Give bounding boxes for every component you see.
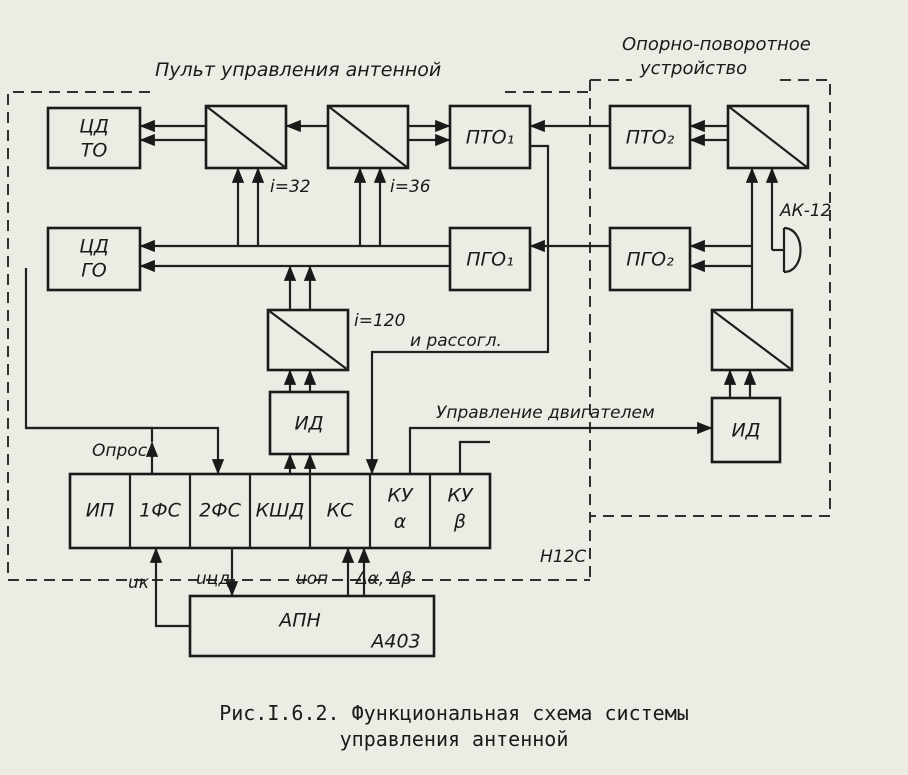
figure-caption: Рис.I.6.2. Функциональная схема системы …: [0, 700, 908, 752]
antenna-symbol: [782, 226, 802, 274]
uop-label: uоп: [296, 569, 328, 589]
control-panel-title: Пульт управления антенной: [155, 59, 441, 81]
id-left-label: ИД: [294, 413, 323, 435]
apn-label: АПН: [277, 610, 321, 632]
caption-line-1: Рис.I.6.2. Функциональная схема системы: [219, 701, 689, 725]
mismatch-label: и рассогл.: [410, 331, 502, 351]
cd-go-label-2: ГО: [81, 260, 107, 282]
cd-to-label-2: ТО: [81, 140, 108, 162]
ku-b-label-2: β: [453, 511, 466, 533]
cd-to-label-1: ЦД: [79, 116, 109, 138]
converter-to-block: [204, 104, 288, 170]
pto2-label: ПТО₂: [626, 127, 675, 149]
cd-go-label-1: ЦД: [79, 236, 109, 258]
pgo1-label: ПГО₁: [466, 249, 513, 271]
antenna-control-diagram: ЦД ТО ЦД ГО ПТО₁ ПГО₁ ПТО₂ ПГО₂ ИД ИД ИП…: [7, 34, 831, 658]
pto1-label: ПТО₁: [466, 127, 514, 149]
id-right-label: ИД: [731, 420, 760, 442]
kshd-label: КШД: [256, 500, 305, 522]
ku-a-label-1: КУ: [387, 485, 413, 507]
fs2-label: 2ФС: [199, 500, 241, 522]
control-panel-region: [7, 91, 590, 581]
motor-control-label: Управление двигателем: [436, 403, 655, 423]
delta-label: Δα, Δβ: [354, 569, 412, 589]
rotator-code: Н12С: [540, 547, 586, 567]
ip-label: ИП: [86, 500, 115, 522]
ku-b-label-1: КУ: [447, 485, 473, 507]
fs1-label: 1ФС: [139, 500, 181, 522]
bottom-block-strip: [68, 472, 492, 550]
apn-code-label: А403: [369, 631, 420, 653]
rotator-region: [589, 79, 831, 580]
converter-36-block: [326, 104, 410, 170]
ak12-label: АК-12: [779, 201, 831, 221]
connections: [24, 119, 784, 628]
ks-label: КС: [327, 500, 354, 522]
pgo2-label: ПГО₂: [626, 249, 674, 271]
ratio-36-label: i=36: [390, 177, 431, 197]
pgo2-block: [608, 226, 692, 292]
uk-label: uк: [128, 573, 150, 593]
cd-go-block: [46, 226, 142, 292]
rotator-title-1: Опорно-поворотное: [622, 34, 811, 55]
poll-label: Опрос: [92, 441, 148, 461]
pgo1-block: [448, 226, 532, 292]
ratio-120-label: i=120: [354, 311, 405, 331]
caption-line-2: управления антенной: [339, 727, 569, 751]
ucd-label: uцд: [196, 569, 230, 589]
ku-a-label-2: α: [394, 511, 407, 533]
ratio-32-label: i=32: [270, 177, 311, 197]
rotator-title-2: устройство: [639, 58, 747, 79]
